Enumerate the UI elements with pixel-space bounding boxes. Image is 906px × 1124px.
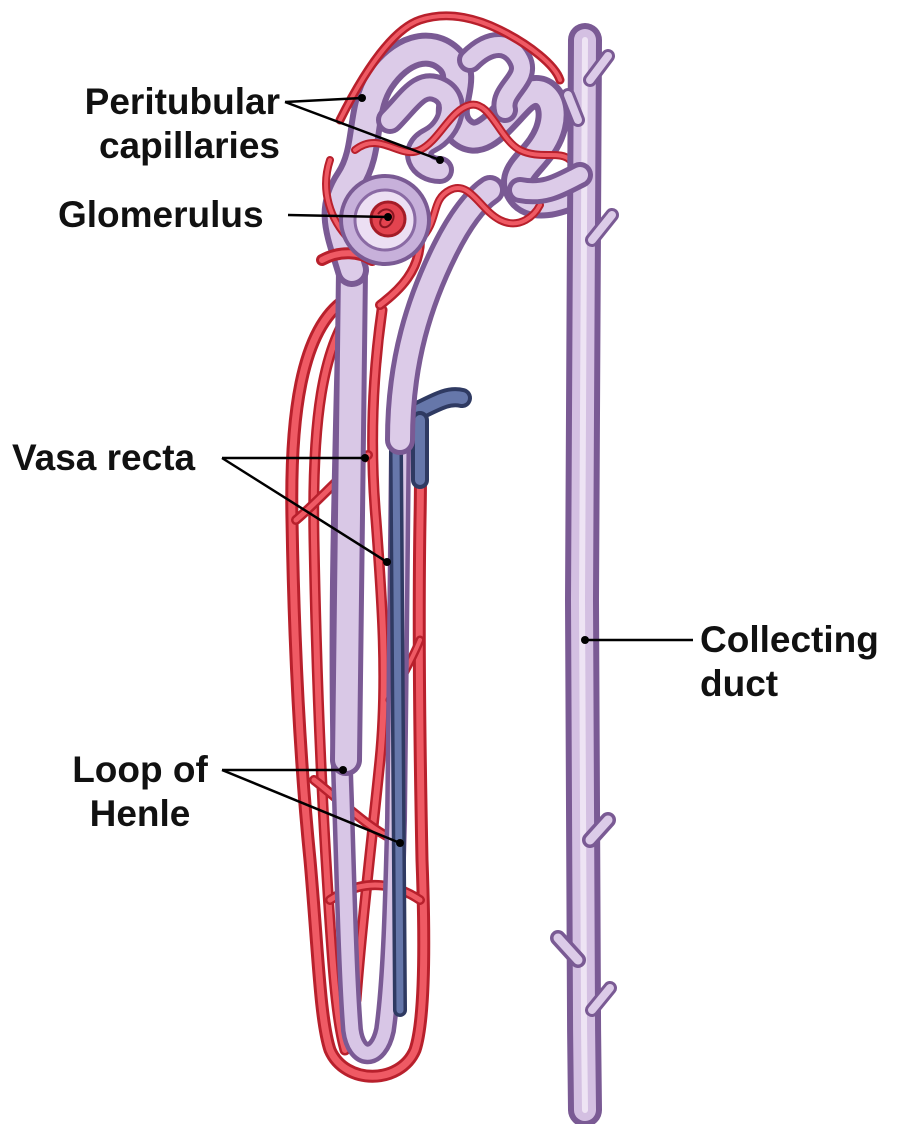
loop-of-henle-label-line2: Henle xyxy=(60,792,220,836)
glomerulus-label: Glomerulus xyxy=(58,193,264,237)
collecting-duct-label: Collecting duct xyxy=(700,618,879,706)
peritubular-label-line1: Peritubular xyxy=(52,80,280,124)
collecting-duct-label-line1: Collecting xyxy=(700,618,879,662)
glomerulus-shape xyxy=(341,176,429,264)
vasa-recta-label-text: Vasa recta xyxy=(12,436,195,480)
collecting-duct-label-line2: duct xyxy=(700,662,879,706)
peritubular-label-line2: capillaries xyxy=(52,124,280,168)
vasa-recta-label: Vasa recta xyxy=(12,436,195,480)
peritubular-capillaries-label: Peritubular capillaries xyxy=(52,80,280,168)
glomerulus-label-text: Glomerulus xyxy=(58,193,264,237)
loop-of-henle-label: Loop of Henle xyxy=(60,748,220,836)
loop-of-henle-label-line1: Loop of xyxy=(60,748,220,792)
